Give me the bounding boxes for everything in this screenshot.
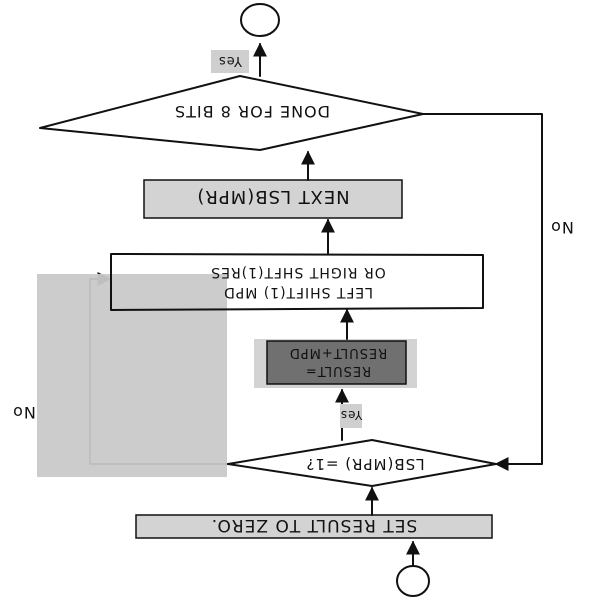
lsb-decision: [227, 439, 497, 487]
add-line2: RESULT+MPD: [289, 345, 387, 360]
next-box: [143, 179, 403, 219]
add-box: [266, 340, 407, 385]
lsb-decision-label: LSB(MPR) =1?: [305, 455, 424, 473]
add-line1: RESULT=: [305, 363, 371, 378]
rotated-diagram: SET RESULT TO ZERO. LSB(MPR) =1? Yes RES…: [12, 3, 574, 597]
done-decision: [39, 75, 424, 151]
lsb-no-overlay: [37, 274, 227, 477]
shift-line1: LEFT SHIFT(1) MPD: [223, 284, 373, 300]
next-label: NEXT LSB(MPR): [196, 186, 349, 207]
shift-box: [110, 253, 484, 311]
done-yes-label: Yes: [218, 53, 243, 68]
start-terminal: [396, 565, 430, 597]
lsb-yes-highlight: [340, 404, 362, 428]
lsb-yes-label: Yes: [340, 408, 363, 422]
lsb-no-label: No: [12, 403, 36, 422]
done-decision-label: DONE FOR 8 BITS: [174, 102, 330, 121]
shift-line2: OR RIGHT SHFT(1)RES: [210, 264, 386, 280]
set-result-box: [135, 514, 493, 539]
done-no-label: No: [550, 218, 574, 237]
end-terminal: [240, 3, 280, 37]
set-result-label: SET RESULT TO ZERO.: [211, 515, 418, 535]
done-no-path: [422, 113, 543, 471]
done-yes-highlight: [211, 50, 249, 73]
